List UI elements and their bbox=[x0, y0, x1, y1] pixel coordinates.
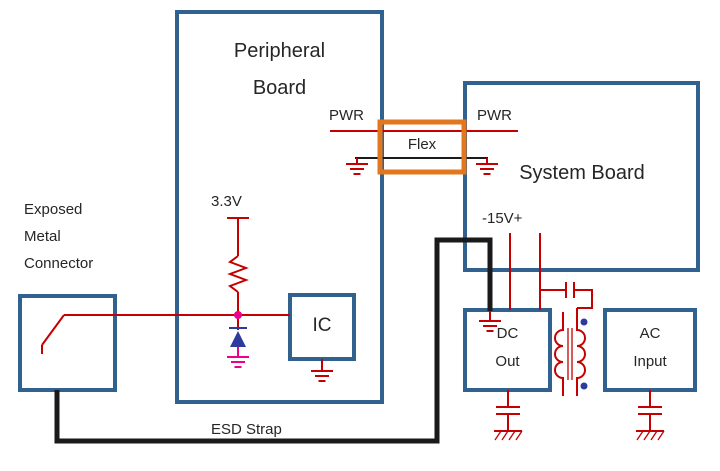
chassis-earth-icon bbox=[494, 390, 523, 441]
junction-node-dot bbox=[234, 311, 242, 319]
earth-hatch bbox=[508, 430, 516, 441]
capacitor-lead bbox=[574, 289, 593, 309]
peripheral-board-label-line1: Peripheral bbox=[233, 40, 326, 62]
dc-out-label-line1: DC bbox=[496, 325, 519, 342]
ground-icon bbox=[346, 158, 368, 175]
rail-15v-label: -15V+ bbox=[482, 210, 523, 227]
exposed-connector-label-line3: Connector bbox=[24, 255, 94, 272]
pwr-right-label: PWR bbox=[477, 107, 512, 124]
system-board-label: System Board bbox=[519, 162, 645, 184]
peripheral-board-box bbox=[175, 10, 384, 404]
ac-input-label-line1: AC bbox=[639, 325, 661, 342]
ac-input-label-line2: Input bbox=[633, 353, 667, 370]
diode-triangle bbox=[230, 331, 246, 347]
esd-strap-wire bbox=[54, 237, 493, 444]
flex-box bbox=[377, 119, 467, 175]
earth-hatch bbox=[494, 430, 502, 441]
exposed-connector-label-line2: Metal bbox=[24, 228, 61, 245]
ground-icon bbox=[227, 347, 249, 368]
ground-icon bbox=[311, 359, 333, 382]
esd-strap-label: ESD Strap bbox=[211, 421, 282, 438]
esd-diode-icon bbox=[229, 327, 247, 347]
earth-hatch bbox=[650, 430, 658, 441]
chassis-earth-icon bbox=[636, 390, 665, 441]
earth-hatch bbox=[515, 430, 523, 441]
phasing-dot bbox=[580, 382, 588, 390]
exposed-connector-box bbox=[18, 294, 117, 392]
switch-icon bbox=[41, 314, 65, 354]
dc-out-label: DC Out bbox=[465, 320, 550, 376]
earth-hatch bbox=[636, 430, 644, 441]
ic-label: IC bbox=[312, 315, 332, 336]
earth-hatch bbox=[657, 430, 665, 441]
supply-3v3-label: 3.3V bbox=[211, 193, 242, 210]
earth-hatch bbox=[643, 430, 651, 441]
ground-icon bbox=[479, 311, 501, 332]
dc-out-label-line2: Out bbox=[495, 353, 520, 370]
flex-label: Flex bbox=[407, 136, 437, 153]
peripheral-board-label-line2: Board bbox=[252, 77, 307, 99]
exposed-connector-label: Exposed Metal Connector bbox=[24, 196, 93, 277]
earth-hatch bbox=[501, 430, 509, 441]
transformer-icon bbox=[554, 308, 588, 396]
peripheral-board-label: Peripheral Board bbox=[177, 33, 382, 107]
pwr-left-label: PWR bbox=[329, 107, 364, 124]
resistor-icon bbox=[227, 255, 249, 293]
transformer-coil-left bbox=[554, 312, 564, 396]
switch-blade bbox=[41, 314, 65, 346]
ground-icon bbox=[476, 158, 498, 175]
ac-input-label: AC Input bbox=[605, 320, 695, 376]
system-board-box bbox=[463, 81, 700, 272]
transformer-coil-right bbox=[576, 308, 586, 396]
exposed-connector-label-line1: Exposed bbox=[24, 201, 83, 218]
phasing-dot bbox=[580, 318, 588, 326]
isolation-capacitor-icon bbox=[540, 282, 593, 309]
